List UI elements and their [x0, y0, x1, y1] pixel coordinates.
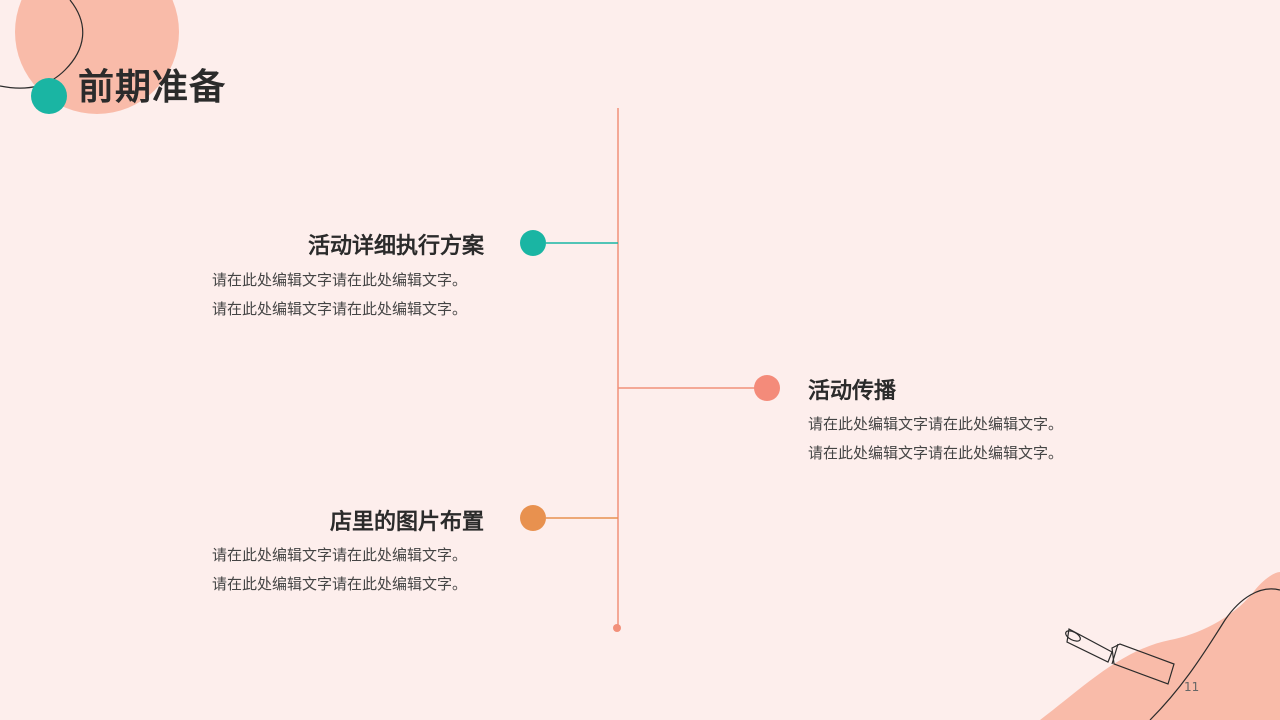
item-body-execution-plan: 请在此处编辑文字请在此处编辑文字。 请在此处编辑文字请在此处编辑文字。 — [212, 266, 467, 324]
item-body-line: 请在此处编辑文字请在此处编辑文字。 — [212, 570, 467, 599]
item-body-line: 请在此处编辑文字请在此处编辑文字。 — [808, 410, 1063, 439]
item-title-promotion: 活动传播 — [808, 373, 896, 405]
branch-2-dot — [754, 375, 780, 401]
item-body-promotion: 请在此处编辑文字请在此处编辑文字。 请在此处编辑文字请在此处编辑文字。 — [808, 410, 1063, 468]
item-body-line: 请在此处编辑文字请在此处编辑文字。 — [212, 295, 467, 324]
item-body-line: 请在此处编辑文字请在此处编辑文字。 — [808, 439, 1063, 468]
item-body-line: 请在此处编辑文字请在此处编辑文字。 — [212, 541, 467, 570]
branch-1-dot — [520, 230, 546, 256]
timeline-end-dot — [613, 624, 621, 632]
branch-3-dot — [520, 505, 546, 531]
title-teal-dot — [31, 78, 67, 114]
page-number: 11 — [1184, 680, 1199, 694]
item-title-execution-plan: 活动详细执行方案 — [212, 228, 484, 260]
item-body-store-images: 请在此处编辑文字请在此处编辑文字。 请在此处编辑文字请在此处编辑文字。 — [212, 541, 467, 599]
item-body-line: 请在此处编辑文字请在此处编辑文字。 — [212, 266, 467, 295]
page-title: 前期准备 — [78, 58, 226, 110]
item-title-store-images: 店里的图片布置 — [212, 504, 484, 536]
